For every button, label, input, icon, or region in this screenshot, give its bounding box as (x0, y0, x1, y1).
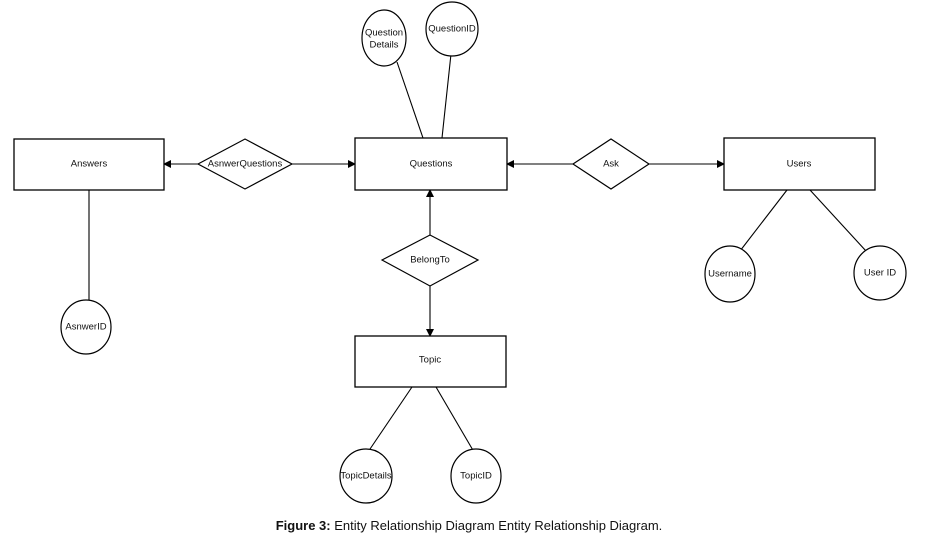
relationship-ask-shape (571, 138, 651, 190)
entity-questions-box (354, 137, 508, 191)
entity-topic-box (354, 335, 507, 388)
entity-users-label: Users (787, 159, 812, 170)
connectors (88, 53, 867, 453)
attribute-topic-details-label: TopicDetails (340, 471, 391, 482)
relationship-ask: Ask (571, 138, 651, 190)
relationship-belong-to: BelongTo (380, 234, 480, 287)
entity-questions-label: Questions (410, 159, 453, 170)
entity-topic-label: Topic (419, 355, 441, 366)
entity-users: Users (723, 137, 876, 191)
relationship-belong-to-shape (380, 234, 480, 287)
relationship-ask-label: Ask (603, 159, 619, 170)
attribute-asnwer-id-label: AsnwerID (65, 322, 106, 333)
entity-topic: Topic (354, 335, 507, 388)
attribute-user-id-oval (853, 245, 907, 301)
relationship-belong-to-label: BelongTo (410, 255, 450, 266)
attribute-question-details-label-line1: Question (365, 28, 403, 39)
edge-questions-to-question-details (396, 61, 424, 139)
edge-questions-to-questionid (441, 53, 452, 139)
attribute-question-details: Question Details (361, 9, 407, 67)
attribute-topic-id-label: TopicID (460, 471, 492, 482)
attribute-user-id: User ID (853, 245, 907, 301)
entity-answers: Answers (13, 138, 165, 191)
attribute-question-details-oval (361, 9, 407, 67)
attribute-asnwer-id-oval (60, 299, 112, 355)
edge-users-to-userid (809, 189, 867, 252)
figure-caption-label: Figure 3: (275, 518, 331, 533)
edge-topic-to-topicid (435, 386, 475, 453)
attribute-asnwer-id: AsnwerID (60, 299, 112, 355)
edge-topic-to-topicdetails (367, 386, 413, 453)
figure-caption-text: Entity Relationship Diagram Entity Relat… (330, 518, 663, 533)
relationship-answer-questions-label: AsnwerQuestions (208, 159, 283, 170)
er-diagram: Answers Questions Users Topic AsnwerQues… (13, 1, 907, 504)
relationship-answer-questions-shape (196, 138, 294, 190)
attribute-question-details-label-line2: Details (369, 40, 398, 51)
entity-users-box (723, 137, 876, 191)
attribute-topic-id-oval (450, 448, 502, 504)
attribute-question-id-label: QuestionID (428, 24, 476, 35)
attribute-question-id: QuestionID (425, 1, 479, 57)
attribute-user-id-label: User ID (864, 268, 896, 279)
relationship-answer-questions: AsnwerQuestions (196, 138, 294, 190)
entity-answers-label: Answers (71, 159, 108, 170)
figure-caption: Figure 3: Entity Relationship Diagram En… (0, 518, 938, 533)
entity-answers-box (13, 138, 165, 191)
attribute-question-id-oval (425, 1, 479, 57)
attribute-username-oval (704, 245, 756, 303)
attribute-username: Username (704, 245, 756, 303)
entity-questions: Questions (354, 137, 508, 191)
edge-users-to-username (739, 189, 788, 252)
attribute-username-label: Username (708, 269, 752, 280)
attribute-topic-details: TopicDetails (339, 448, 393, 504)
attribute-topic-id: TopicID (450, 448, 502, 504)
attribute-topic-details-oval (339, 448, 393, 504)
